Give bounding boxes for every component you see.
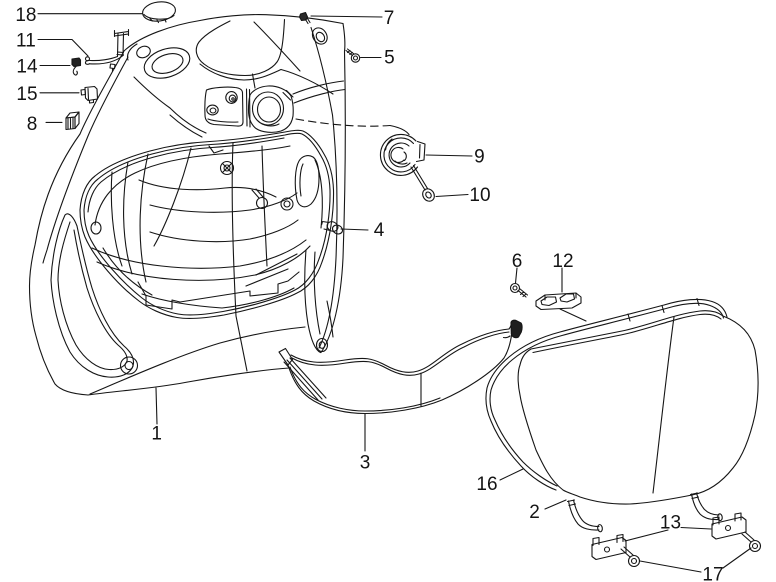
svg-text:5: 5 <box>384 48 395 69</box>
svg-text:10: 10 <box>469 185 490 206</box>
svg-text:6: 6 <box>512 251 523 272</box>
svg-text:18: 18 <box>15 5 36 26</box>
svg-text:11: 11 <box>16 31 36 52</box>
svg-text:9: 9 <box>474 147 485 168</box>
svg-text:13: 13 <box>660 513 681 534</box>
svg-text:1: 1 <box>151 424 162 445</box>
svg-text:4: 4 <box>374 220 385 241</box>
svg-text:3: 3 <box>360 453 371 474</box>
svg-text:14: 14 <box>16 57 38 78</box>
svg-text:12: 12 <box>552 251 573 272</box>
svg-text:16: 16 <box>476 474 497 495</box>
svg-text:8: 8 <box>27 114 38 135</box>
svg-text:17: 17 <box>702 565 723 582</box>
svg-text:2: 2 <box>529 502 540 523</box>
svg-text:7: 7 <box>384 8 395 29</box>
svg-text:15: 15 <box>16 84 37 105</box>
